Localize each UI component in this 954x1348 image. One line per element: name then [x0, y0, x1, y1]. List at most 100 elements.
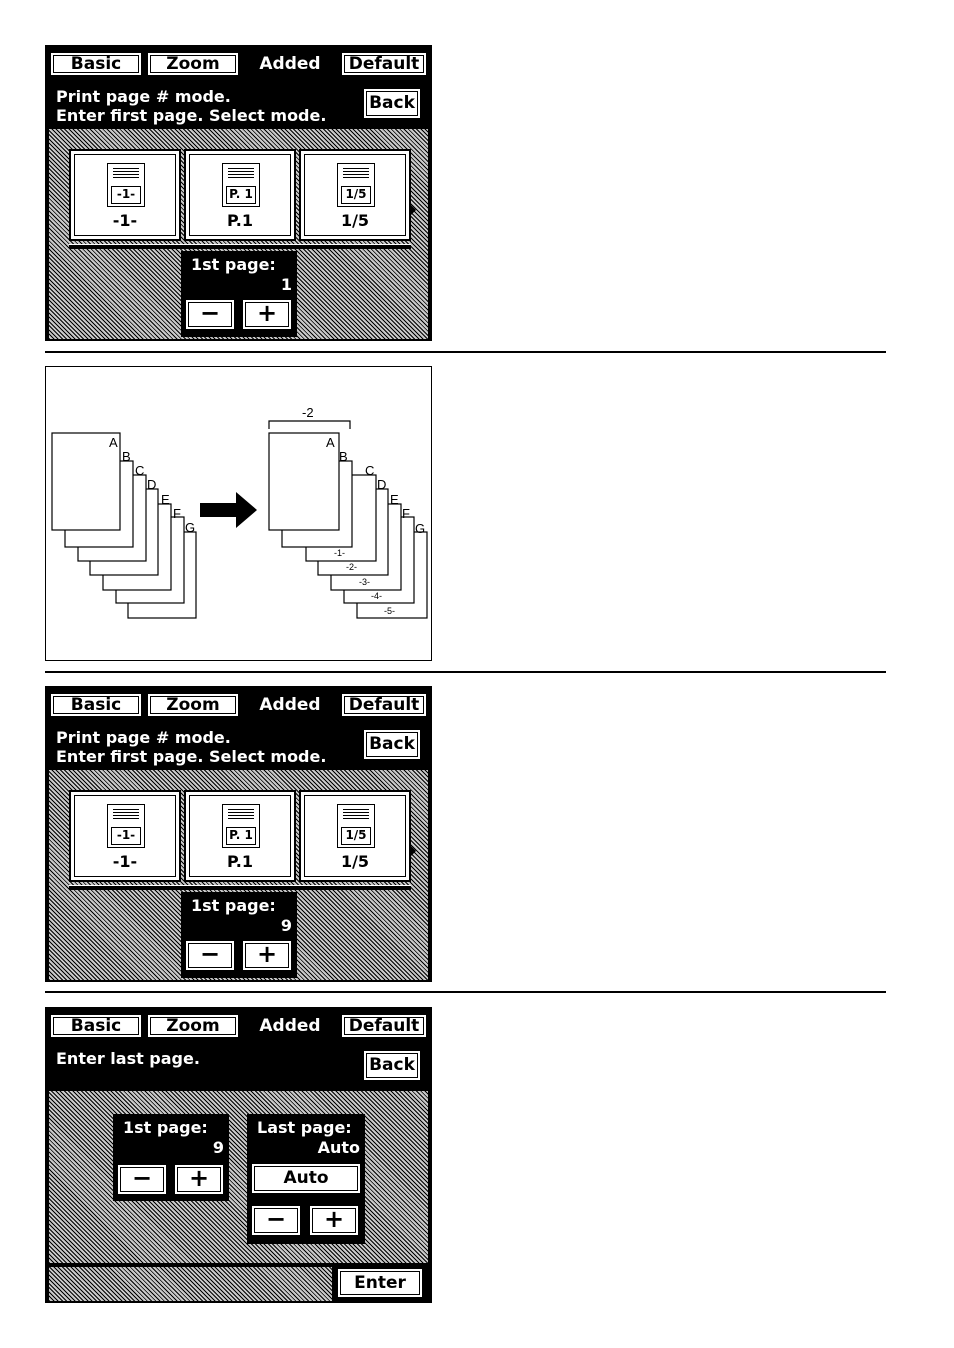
right-arrow-icon: [200, 492, 257, 528]
mode-button-p-number[interactable]: P. 1 P.1: [184, 790, 296, 882]
page-number-label: -1-: [334, 548, 345, 558]
message-line-2: Enter first page. Select mode.: [56, 106, 327, 125]
divider: [69, 885, 411, 890]
sheet-letter: F: [402, 506, 410, 521]
sheet-letter: C: [135, 463, 144, 478]
screen-panel-3: Basic Zoom Added Default Enter last page…: [45, 1007, 432, 1303]
screen-body: -1- -1- P. 1 P.1 1/5 1/5 1st page: 1 − +: [49, 129, 428, 339]
sheet-letter: E: [390, 492, 399, 507]
tab-bar: Basic Zoom Added Default: [47, 688, 430, 720]
message-bar: Print page # mode. Enter first page. Sel…: [49, 722, 428, 768]
sheet-letter: C: [365, 463, 374, 478]
plus-button[interactable]: +: [241, 939, 293, 972]
page-number-style-icon: P. 1: [222, 163, 260, 207]
back-button[interactable]: Back: [355, 87, 422, 120]
auto-button[interactable]: Auto: [250, 1162, 362, 1195]
page-number-style-icon: -1-: [107, 804, 145, 848]
first-page-label: 1st page:: [191, 896, 276, 915]
mode-label: -1-: [112, 211, 138, 230]
minus-button[interactable]: −: [184, 298, 236, 331]
message-line-2: Enter first page. Select mode.: [56, 747, 327, 766]
page-number-style-icon: 1/5: [337, 804, 375, 848]
divider-line: [45, 351, 886, 353]
first-page-minus-button[interactable]: −: [116, 1163, 168, 1196]
sheet-letter: D: [147, 477, 156, 492]
back-button[interactable]: Back: [355, 728, 422, 761]
last-page-plus-button[interactable]: +: [308, 1204, 360, 1237]
first-page-display: 1st page: 9: [181, 892, 297, 935]
tab-zoom[interactable]: Zoom: [146, 692, 240, 718]
screen-body: -1- -1- P. 1 P.1 1/5 1/5 1st page: 9 − +: [49, 770, 428, 980]
footer-pattern: [49, 1267, 332, 1301]
tab-bar: Basic Zoom Added Default: [47, 47, 430, 79]
tab-basic[interactable]: Basic: [49, 1013, 143, 1039]
page-number-label: -4-: [371, 591, 382, 601]
more-modes-arrow-icon[interactable]: [409, 844, 416, 858]
mode-button-fraction[interactable]: 1/5 1/5: [299, 149, 411, 241]
sheet-letter: B: [122, 449, 131, 464]
last-page-controls: Auto − +: [247, 1158, 365, 1244]
minus-button[interactable]: −: [184, 939, 236, 972]
screen-panel-2: Basic Zoom Added Default Print page # mo…: [45, 686, 432, 982]
last-page-label: Last page:: [257, 1118, 352, 1137]
first-page-plus-button[interactable]: +: [173, 1163, 225, 1196]
message-line-1: Print page # mode.: [56, 87, 231, 106]
first-page-value: 9: [280, 916, 292, 935]
back-button[interactable]: Back: [355, 1049, 422, 1082]
tab-basic[interactable]: Basic: [49, 692, 143, 718]
stepper: − +: [181, 293, 297, 337]
mode-button-dash-number[interactable]: -1- -1-: [69, 149, 181, 241]
first-page-stepper: − +: [113, 1158, 229, 1201]
tab-default[interactable]: Default: [340, 51, 428, 77]
first-page-label: 1st page:: [123, 1118, 208, 1137]
stepper: − +: [181, 934, 297, 978]
plus-button[interactable]: +: [241, 298, 293, 331]
message-line-1: Print page # mode.: [56, 728, 231, 747]
page-number-style-icon: 1/5: [337, 163, 375, 207]
tab-zoom[interactable]: Zoom: [146, 51, 240, 77]
sheet-letter: A: [326, 435, 335, 450]
tab-added[interactable]: Added: [243, 1013, 337, 1039]
sheet-letter: D: [377, 477, 386, 492]
sheet-letter: G: [415, 521, 425, 536]
diagram-svg: A B C D E F G A B C D E F G -2 -1- -2- -…: [51, 405, 428, 619]
tab-basic[interactable]: Basic: [49, 51, 143, 77]
sheet-letter: F: [173, 506, 181, 521]
tab-added[interactable]: Added: [243, 51, 337, 77]
message-bar: Print page # mode. Enter first page. Sel…: [49, 81, 428, 127]
mode-label: 1/5: [340, 211, 370, 230]
page-number-style-icon: -1-: [107, 163, 145, 207]
mode-button-fraction[interactable]: 1/5 1/5: [299, 790, 411, 882]
divider-line: [45, 671, 886, 673]
first-page-display: 1st page: 1: [181, 251, 297, 294]
sheet-a: [51, 432, 121, 531]
divider: [69, 244, 411, 249]
mode-button-dash-number[interactable]: -1- -1-: [69, 790, 181, 882]
mode-label: P.1: [227, 852, 253, 871]
footer-bar: Enter: [49, 1265, 428, 1301]
first-page-label: 1st page:: [191, 255, 276, 274]
tab-default[interactable]: Default: [340, 692, 428, 718]
enter-button[interactable]: Enter: [336, 1267, 424, 1299]
page-number-label: -3-: [359, 577, 370, 587]
last-page-minus-button[interactable]: −: [250, 1204, 302, 1237]
more-modes-arrow-icon[interactable]: [409, 203, 416, 217]
tab-default[interactable]: Default: [340, 1013, 428, 1039]
tab-added[interactable]: Added: [243, 692, 337, 718]
bracket-line: [268, 420, 351, 429]
sheet-letter: B: [339, 449, 348, 464]
last-page-display: Last page: Auto: [247, 1114, 365, 1158]
mode-label: 1/5: [340, 852, 370, 871]
mode-button-p-number[interactable]: P. 1 P.1: [184, 149, 296, 241]
mode-label: P.1: [227, 211, 253, 230]
sheet-letter: G: [185, 520, 195, 535]
sheet-a: [268, 432, 340, 531]
sheet-letter: A: [109, 435, 118, 450]
divider-line: [45, 991, 886, 993]
message-bar: Enter last page. Back: [49, 1043, 428, 1089]
message-line-1: Enter last page.: [56, 1049, 200, 1068]
last-page-value: Auto: [317, 1138, 360, 1157]
tab-zoom[interactable]: Zoom: [146, 1013, 240, 1039]
sheet-letter: E: [161, 492, 170, 507]
first-page-value: 1: [280, 275, 292, 294]
